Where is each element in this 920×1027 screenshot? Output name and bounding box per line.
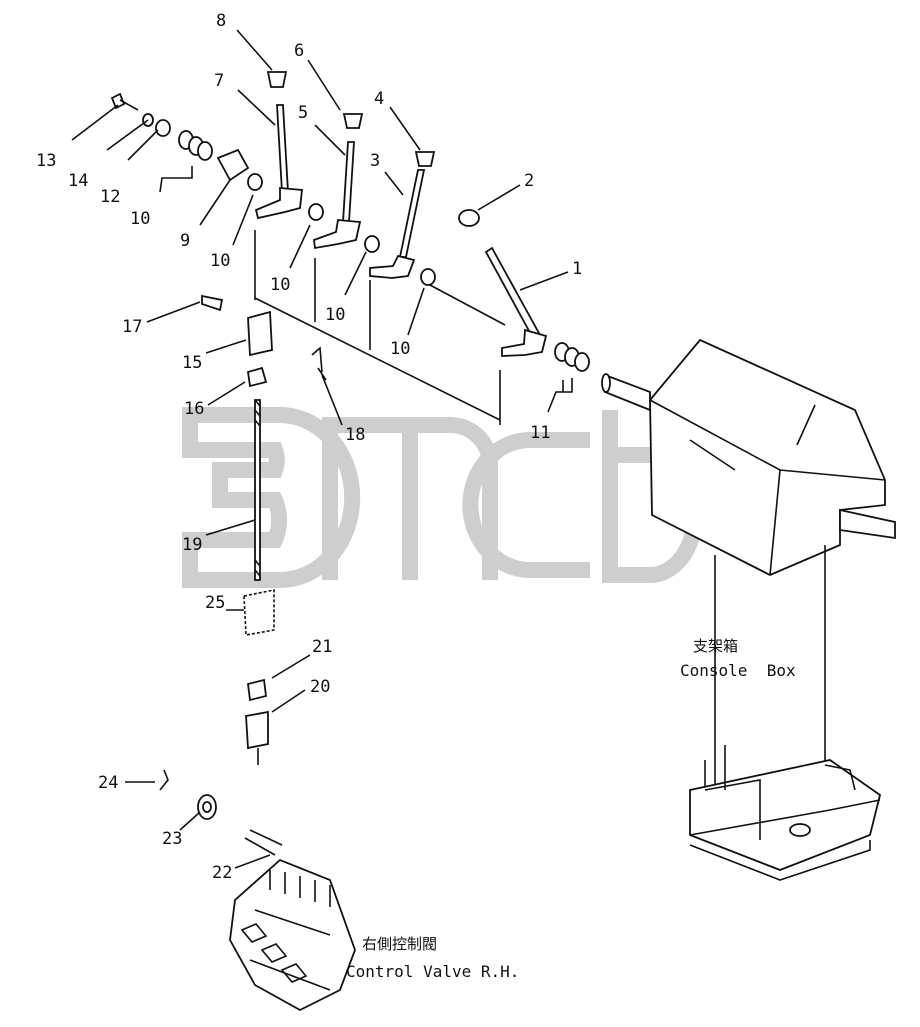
part-number-23: 23: [162, 829, 182, 849]
part-number-2: 2: [524, 171, 534, 191]
control-valve-caption-en: Control Valve R.H.: [346, 962, 519, 981]
part-number-1: 1: [572, 259, 582, 279]
console-box: [601, 338, 896, 881]
levers: [254, 104, 548, 357]
console-box-caption-cn: 支架箱: [693, 637, 738, 655]
part-number-21: 21: [312, 637, 332, 657]
part-number-3: 3: [370, 151, 380, 171]
part-number-12: 12: [100, 187, 120, 207]
part-number-14: 14: [68, 171, 88, 191]
part-number-10b: 10: [210, 251, 230, 271]
part-number-7: 7: [214, 71, 224, 91]
part-number-6: 6: [294, 41, 304, 61]
part-number-15: 15: [182, 353, 202, 373]
part-number-19: 19: [182, 535, 202, 555]
part-number-9: 9: [180, 231, 190, 251]
part-number-10c: 10: [270, 275, 290, 295]
part-number-8: 8: [216, 11, 226, 31]
part-number-17: 17: [122, 317, 142, 337]
knobs: [266, 71, 480, 227]
callout-leaders: [71, 29, 726, 869]
watermark-logo: TM: [182, 407, 703, 588]
part-number-20: 20: [310, 677, 330, 697]
part-number-10e: 10: [390, 339, 410, 359]
part-number-10a: 10: [130, 209, 150, 229]
part-number-25: 25: [205, 593, 225, 613]
control-valve: [229, 829, 356, 1012]
part-number-24: 24: [98, 773, 118, 793]
console-box-caption-en: Console Box: [680, 661, 796, 680]
part-number-5: 5: [298, 103, 308, 123]
part-number-10d: 10: [325, 305, 345, 325]
part-number-4: 4: [374, 89, 384, 109]
linkage-lines: [254, 230, 506, 425]
control-valve-caption-cn: 右側控制閥: [362, 935, 437, 953]
part-number-labels: 1 2 3 4 5 6 7 8 9 10 10 10 10 10 11 12 1…: [36, 11, 582, 883]
part-number-13: 13: [36, 151, 56, 171]
captions: 支架箱 Console Box 右側控制閥 Control Valve R.H.: [346, 637, 796, 981]
part-number-16: 16: [184, 399, 204, 419]
part-number-18: 18: [345, 425, 365, 445]
part-number-22: 22: [212, 863, 232, 883]
part-number-11: 11: [530, 423, 550, 443]
